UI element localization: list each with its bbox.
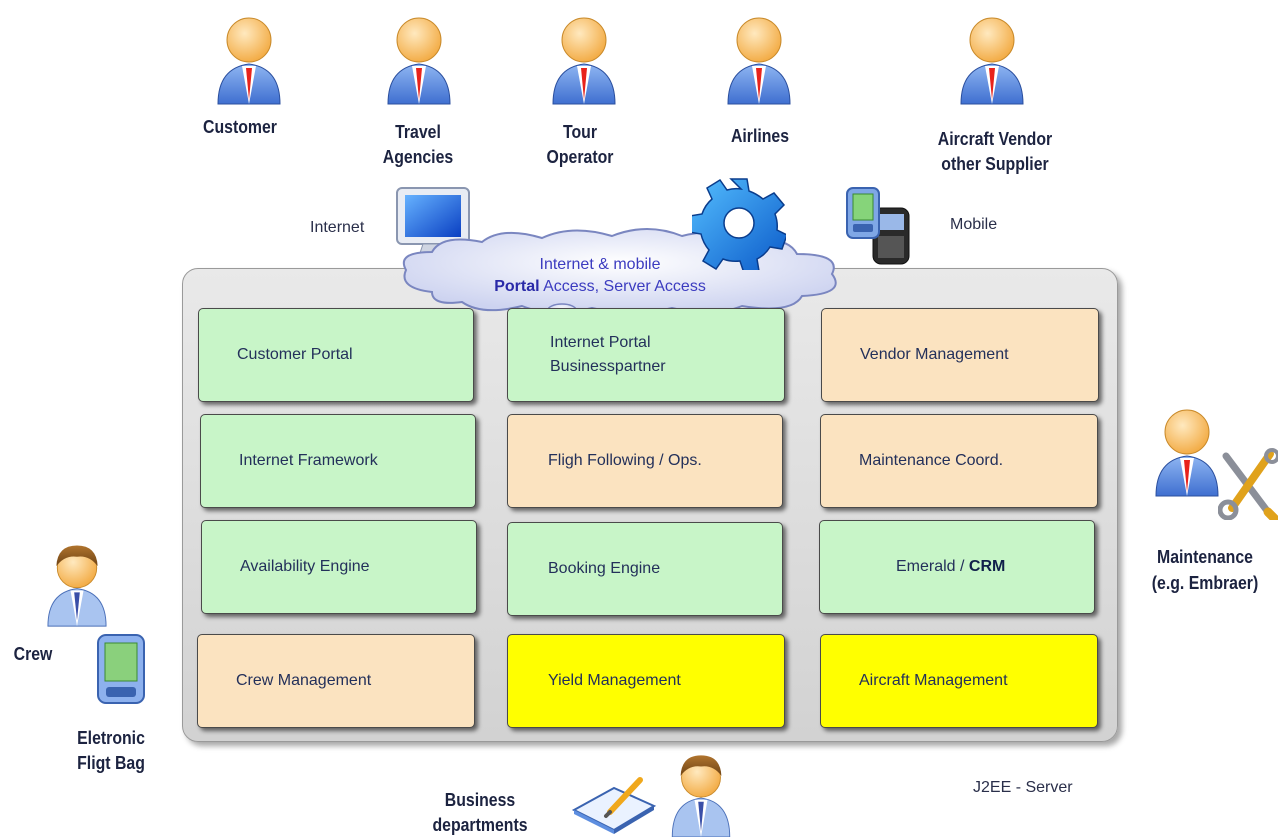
module-internet-portal-line1: Internet Portal (550, 334, 651, 351)
module-internet-framework-label: Internet Framework (239, 452, 378, 469)
travel-agencies-person-icon (387, 17, 451, 105)
module-aircraft-management[interactable]: Aircraft Management (820, 634, 1098, 728)
tour-operator-label-1: Tour (562, 122, 598, 142)
internet-label: Internet (310, 219, 365, 236)
module-crew-management[interactable]: Crew Management (197, 634, 475, 728)
module-availability-engine[interactable]: Availability Engine (201, 520, 477, 614)
crew-person-icon (47, 545, 107, 627)
module-flight-following[interactable]: Fligh Following / Ops. (507, 414, 783, 508)
mobile-phones-icon (846, 187, 910, 265)
module-internet-portal-line2: Businesspartner (550, 358, 666, 375)
module-yield-management[interactable]: Yield Management (507, 634, 785, 728)
cloud-portal-bold: Portal (494, 278, 540, 295)
module-emerald-crm[interactable]: Emerald / CRM (819, 520, 1095, 614)
customer-label: Customer (203, 117, 277, 137)
maintenance-label-2: (e.g. Embraer) (1151, 573, 1259, 593)
customer-person-icon (217, 17, 281, 105)
gear-icon (692, 178, 786, 270)
module-internet-portal-businesspartner[interactable]: Internet Portal Businesspartner (507, 308, 785, 402)
tools-icon (1218, 448, 1278, 520)
maintenance-person-icon (1155, 409, 1219, 497)
module-crew-management-label: Crew Management (236, 672, 372, 689)
maintenance-label-1: Maintenance (1157, 547, 1253, 567)
business-label-2: departments (432, 815, 528, 835)
cloud-line-1: Internet & mobile (539, 256, 661, 273)
module-maintenance-coord[interactable]: Maintenance Coord. (820, 414, 1098, 508)
notepad-pencil-icon (571, 777, 657, 834)
module-aircraft-management-label: Aircraft Management (859, 672, 1008, 689)
module-availability-engine-label: Availability Engine (240, 558, 370, 575)
business-label-1: Business (444, 790, 516, 810)
module-vendor-management[interactable]: Vendor Management (821, 308, 1099, 402)
module-yield-management-label: Yield Management (548, 672, 681, 689)
module-customer-portal[interactable]: Customer Portal (198, 308, 474, 402)
module-flight-following-label: Fligh Following / Ops. (548, 452, 702, 469)
travel-agencies-label-2: Agencies (382, 147, 454, 167)
module-crm-bold: CRM (968, 558, 1006, 575)
module-internet-framework[interactable]: Internet Framework (200, 414, 476, 508)
aircraft-vendor-person-icon (960, 17, 1024, 105)
aircraft-vendor-label-1: Aircraft Vendor (937, 129, 1053, 149)
airlines-person-icon (727, 17, 791, 105)
crew-label: Crew (13, 644, 53, 664)
tour-operator-label-2: Operator (546, 147, 614, 167)
module-booking-engine[interactable]: Booking Engine (507, 522, 783, 616)
module-vendor-management-label: Vendor Management (860, 346, 1009, 363)
module-maintenance-coord-label: Maintenance Coord. (859, 452, 1004, 469)
j2ee-server-label: J2EE - Server (973, 779, 1073, 796)
cloud-text: Internet & mobile Portal Access, Server … (440, 254, 760, 298)
module-emerald-label: Emerald / (896, 558, 969, 575)
flight-bag-label-1: Eletronic (77, 728, 145, 748)
airlines-label: Airlines (730, 126, 790, 146)
electronic-flight-bag-icon (97, 634, 145, 704)
module-booking-engine-label: Booking Engine (548, 560, 661, 577)
flight-bag-label-2: Fligt Bag (77, 753, 145, 773)
module-customer-portal-label: Customer Portal (237, 346, 353, 363)
cloud-access-text: Access, Server Access (539, 278, 706, 295)
tour-operator-person-icon (552, 17, 616, 105)
business-person-icon (671, 755, 731, 837)
mobile-label: Mobile (950, 216, 998, 233)
cloud-line-2: Portal Access, Server Access (440, 276, 760, 298)
aircraft-vendor-label-2: other Supplier (941, 154, 1049, 174)
travel-agencies-label-1: Travel (395, 122, 441, 142)
